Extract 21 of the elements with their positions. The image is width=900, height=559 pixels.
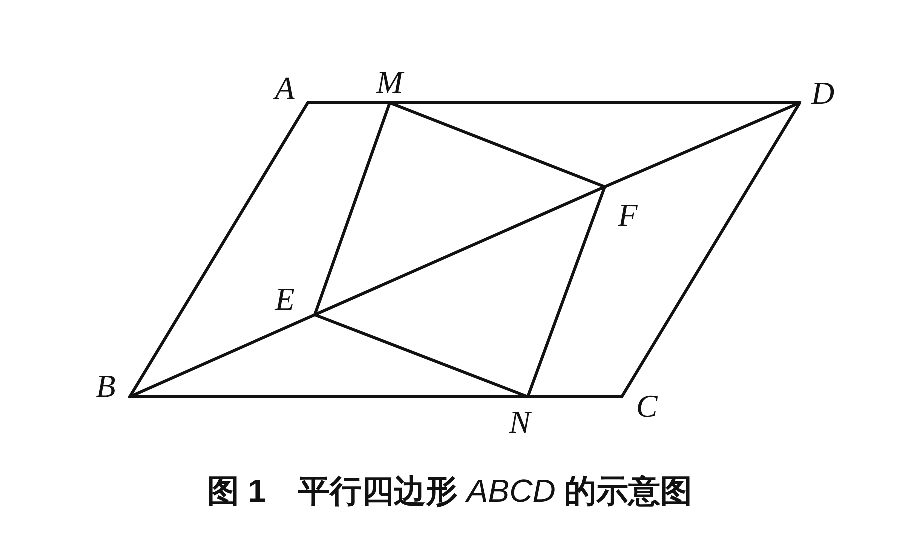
line-segment (314, 314, 530, 398)
point-label: N (509, 406, 531, 438)
line-segment (314, 102, 392, 316)
line-segment (128, 314, 316, 398)
line-segment (620, 102, 802, 398)
line-segment (604, 102, 802, 188)
point-label: B (96, 370, 116, 402)
figure-caption: 图 1 平行四边形 ABCD 的示意图 (206, 472, 694, 511)
point-label: C (636, 390, 658, 422)
point-label: A (275, 72, 295, 104)
line-segment (526, 396, 624, 398)
point-label: M (376, 66, 404, 98)
line-segment (388, 102, 802, 104)
line-segment (128, 102, 310, 398)
point-label: F (618, 199, 638, 231)
point-label: D (811, 77, 835, 109)
line-segment (128, 396, 530, 398)
line-segment (526, 186, 606, 398)
line-segment (306, 102, 392, 104)
line-segment (388, 102, 606, 188)
point-label: E (275, 283, 295, 315)
